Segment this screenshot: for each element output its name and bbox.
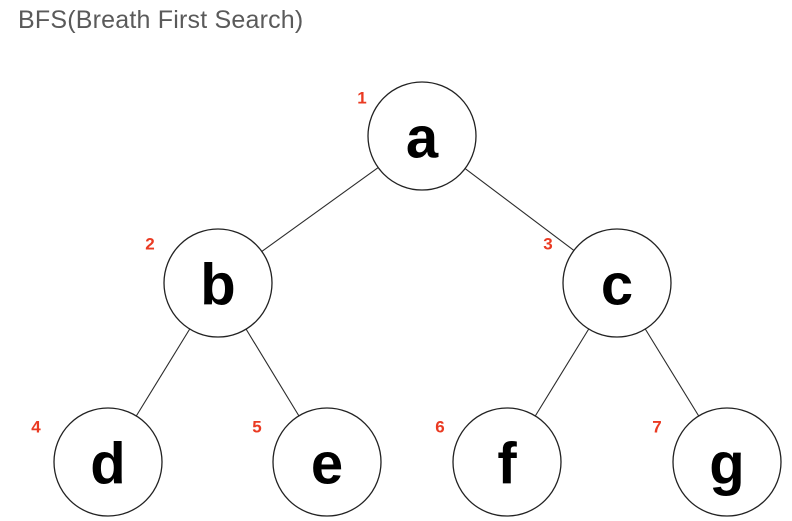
node-circle-d: [53, 407, 163, 517]
visit-order-label-a: 1: [357, 89, 366, 108]
node-circle-e: [272, 407, 382, 517]
tree-edge-a-b: [261, 167, 379, 252]
tree-edge-b-d: [135, 328, 191, 417]
page-title: BFS(Breath First Search): [18, 6, 304, 34]
node-label-b: b: [200, 253, 235, 318]
node-label-g: g: [709, 432, 744, 497]
tree-node-c[interactable]: c3: [543, 228, 672, 338]
node-label-f: f: [497, 432, 517, 497]
node-label-a: a: [406, 106, 439, 171]
node-label-e: e: [311, 432, 343, 497]
node-circle-f: [452, 407, 562, 517]
node-circle-c: [562, 228, 672, 338]
tree-node-b[interactable]: b2: [145, 228, 273, 338]
visit-order-label-d: 4: [31, 418, 41, 437]
tree-node-d[interactable]: d4: [31, 407, 163, 517]
node-circle-a: [367, 81, 477, 191]
node-circle-g: [672, 407, 782, 517]
tree-edge-c-f: [534, 328, 590, 417]
visit-order-label-c: 3: [543, 235, 552, 254]
tree-edge-b-e: [245, 328, 300, 417]
node-label-c: c: [601, 253, 633, 318]
visit-order-label-b: 2: [145, 235, 154, 254]
visit-order-label-e: 5: [252, 418, 261, 437]
tree-node-g[interactable]: g7: [652, 407, 782, 517]
visit-order-label-g: 7: [652, 418, 661, 437]
visit-order-label-f: 6: [435, 418, 444, 437]
node-circle-b: [163, 228, 273, 338]
tree-edge-c-g: [644, 328, 700, 417]
node-label-d: d: [90, 432, 125, 497]
tree-node-e[interactable]: e5: [252, 407, 382, 517]
tree-edge-a-c: [464, 168, 575, 251]
tree-node-a[interactable]: a1: [357, 81, 477, 191]
tree-node-f[interactable]: f6: [435, 407, 562, 517]
tree-edges-group: [135, 167, 700, 417]
